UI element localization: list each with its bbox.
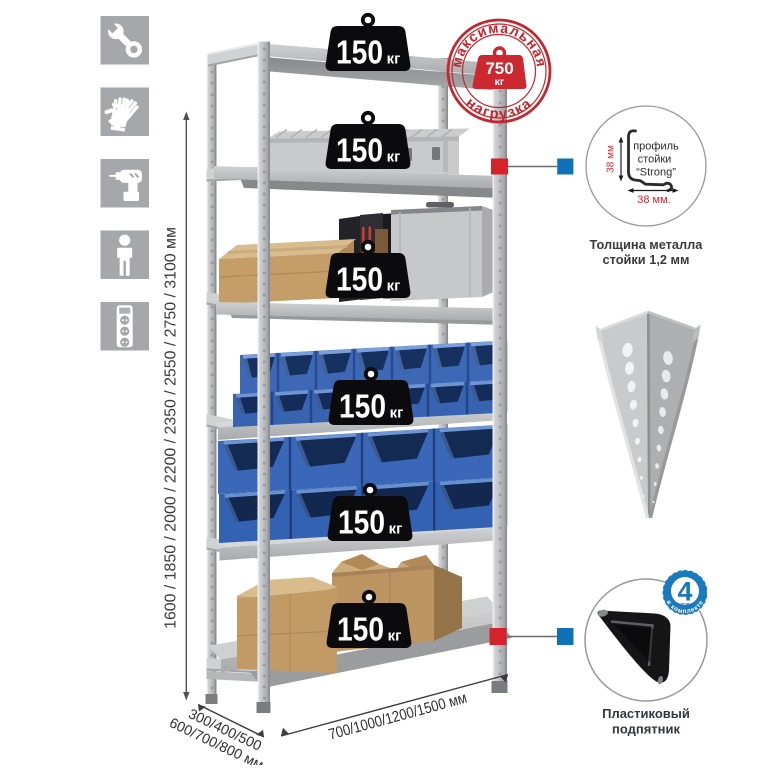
svg-text:150: 150 — [336, 34, 383, 71]
svg-text:150: 150 — [337, 611, 384, 648]
svg-text:4: 4 — [677, 577, 692, 607]
svg-text:38 мм.: 38 мм. — [637, 194, 670, 206]
svg-text:Пластиковый: Пластиковый — [602, 706, 690, 721]
svg-text:150: 150 — [336, 132, 383, 169]
svg-text:кг: кг — [387, 278, 401, 295]
svg-text:штуки: штуки — [678, 602, 692, 607]
svg-text:профиль: профиль — [633, 141, 679, 153]
svg-text:Толщина металла: Толщина металла — [590, 237, 704, 252]
svg-text:750: 750 — [485, 59, 513, 78]
svg-text:кг: кг — [387, 51, 401, 68]
svg-text:150: 150 — [336, 261, 383, 298]
svg-text:стойки 1,2 мм: стойки 1,2 мм — [602, 252, 689, 267]
svg-text:стойки: стойки — [638, 154, 672, 166]
svg-text:150: 150 — [339, 388, 386, 425]
svg-text:кг: кг — [389, 521, 403, 538]
svg-text:кг: кг — [387, 149, 401, 166]
svg-text:38 мм: 38 мм — [606, 145, 617, 173]
svg-text:1600 / 1850 / 2000 / 2200 / 23: 1600 / 1850 / 2000 / 2200 / 2350 / 2550 … — [163, 227, 180, 629]
svg-text:“Strong”: “Strong” — [636, 167, 676, 179]
svg-text:подпятник: подпятник — [612, 722, 681, 737]
svg-text:150: 150 — [338, 504, 385, 541]
svg-text:кг: кг — [390, 405, 404, 422]
svg-text:кг: кг — [495, 76, 505, 88]
svg-text:кг: кг — [388, 628, 402, 645]
